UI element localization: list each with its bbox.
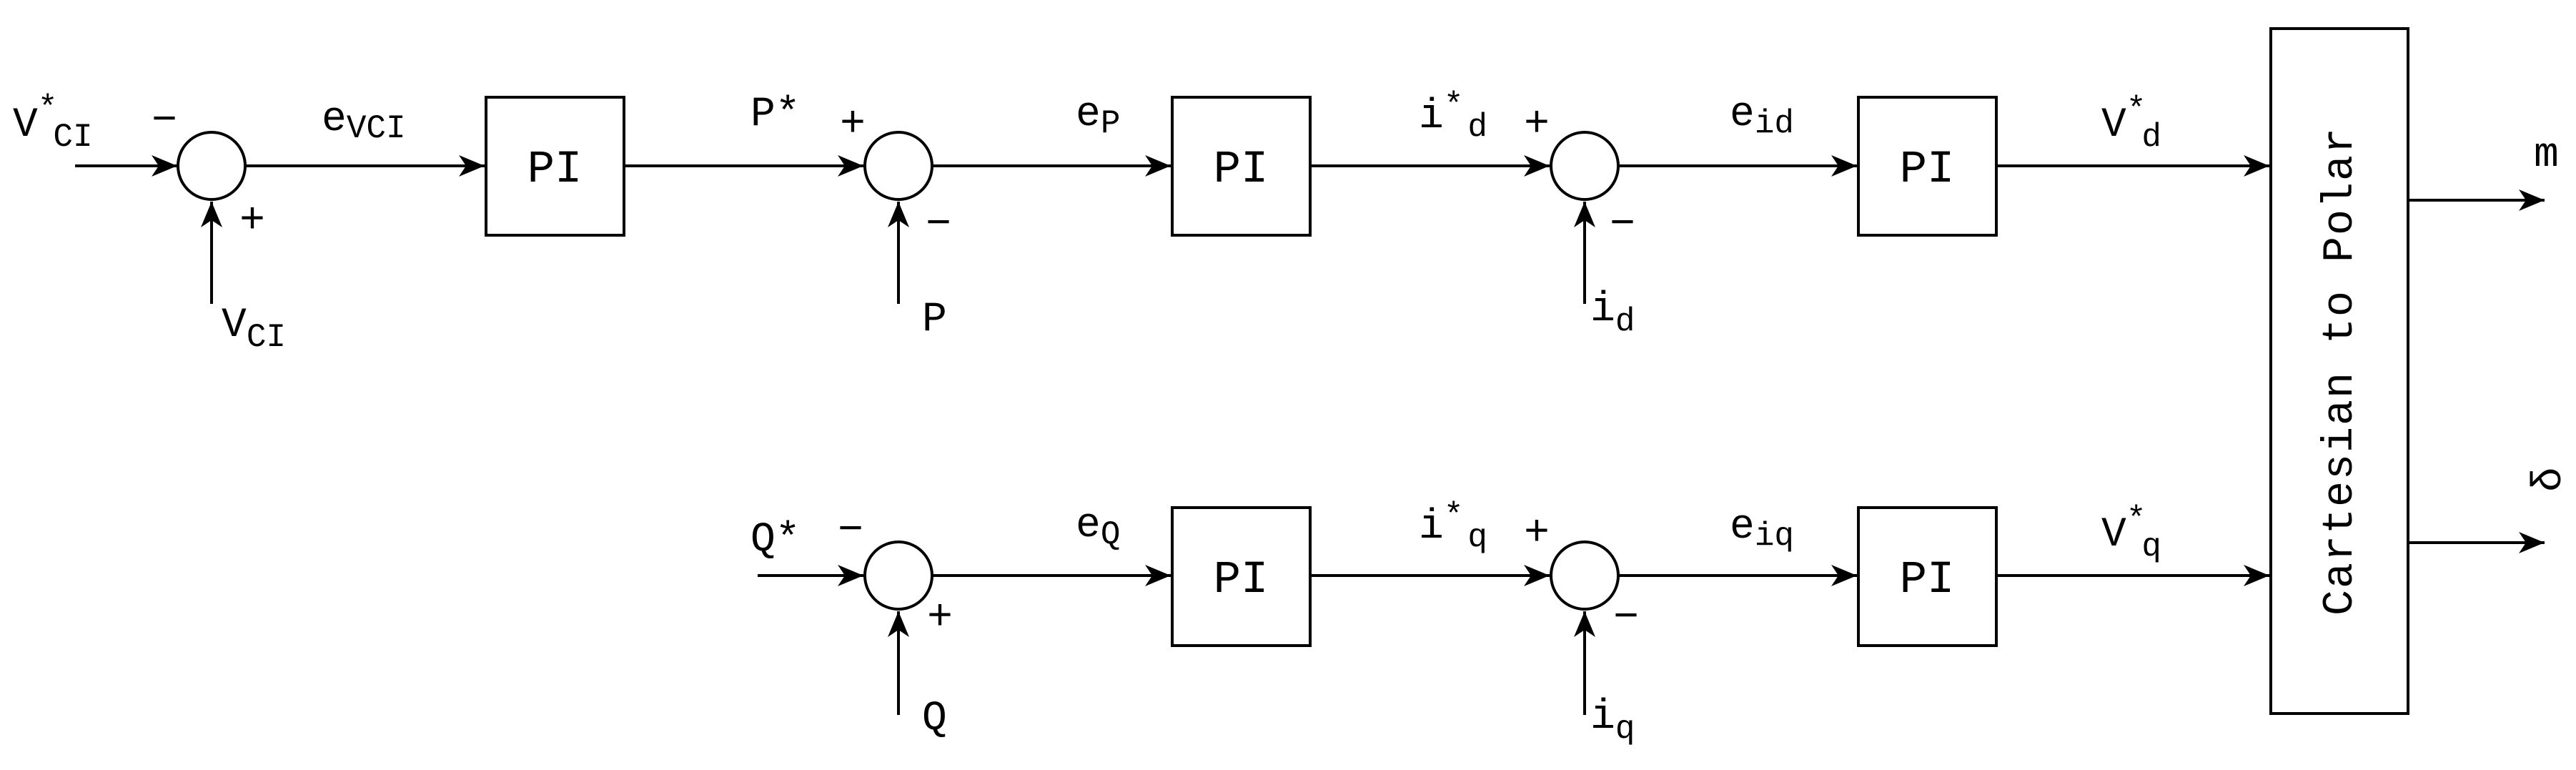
q-fb-sign: + (927, 594, 953, 643)
summing-junction-p (863, 131, 933, 201)
summing-junction-id (1550, 131, 1620, 201)
pi-block-q-label: PI (1214, 555, 1269, 606)
cartesian-to-polar-block (2269, 27, 2409, 715)
p-ref-label: P* (750, 92, 801, 138)
e-q-label: eQ (1076, 503, 1120, 553)
q-ref-label: Q* (750, 517, 801, 563)
id-fb-label: id (1590, 287, 1635, 340)
iq-ref-label: i*q (1419, 498, 1487, 556)
vq-ref-label: V*q (2101, 501, 2161, 566)
vd-ref-label: V*d (2101, 92, 2161, 156)
pi-block-iq (1857, 506, 1998, 647)
vci-ref-label: V*CI (13, 90, 93, 156)
pi-block-q (1171, 506, 1312, 647)
p-ref-sign: + (840, 101, 866, 149)
id-fb-sign: − (1610, 201, 1635, 250)
summing-junction-iq (1550, 541, 1620, 611)
pi-block-id-label: PI (1900, 144, 1955, 196)
vci-fb-label: VCI (222, 302, 286, 356)
e-p-label: eP (1076, 92, 1120, 142)
vci-ref-sign: − (152, 97, 177, 146)
pi-block-vci-label: PI (527, 144, 583, 196)
m-output-label: m (2534, 132, 2559, 179)
pi-block-id (1857, 96, 1998, 237)
iq-fb-sign: − (1613, 594, 1639, 643)
summing-junction-vci (177, 131, 247, 201)
vci-fb-sign: + (239, 197, 265, 246)
delta-output-label: δ (2527, 467, 2573, 492)
p-fb-label: P (922, 297, 947, 343)
pi-block-iq-label: PI (1900, 555, 1955, 606)
iq-ref-sign: + (1524, 510, 1550, 558)
iq-fb-label: iq (1590, 694, 1635, 748)
pi-block-vci (485, 96, 625, 237)
id-ref-sign: + (1524, 101, 1550, 149)
e-vci-label: eVCI (322, 97, 406, 147)
id-ref-label: i*d (1419, 87, 1487, 146)
pi-block-p-label: PI (1214, 144, 1269, 196)
e-iq-label: eiq (1730, 504, 1794, 555)
p-fb-sign: − (926, 201, 951, 250)
cartesian-to-polar-label: Cartesian to Polar (2317, 127, 2365, 616)
q-fb-label: Q (922, 696, 947, 742)
summing-junction-q (863, 541, 933, 611)
e-id-label: eid (1730, 92, 1794, 142)
q-ref-sign: − (838, 507, 863, 556)
